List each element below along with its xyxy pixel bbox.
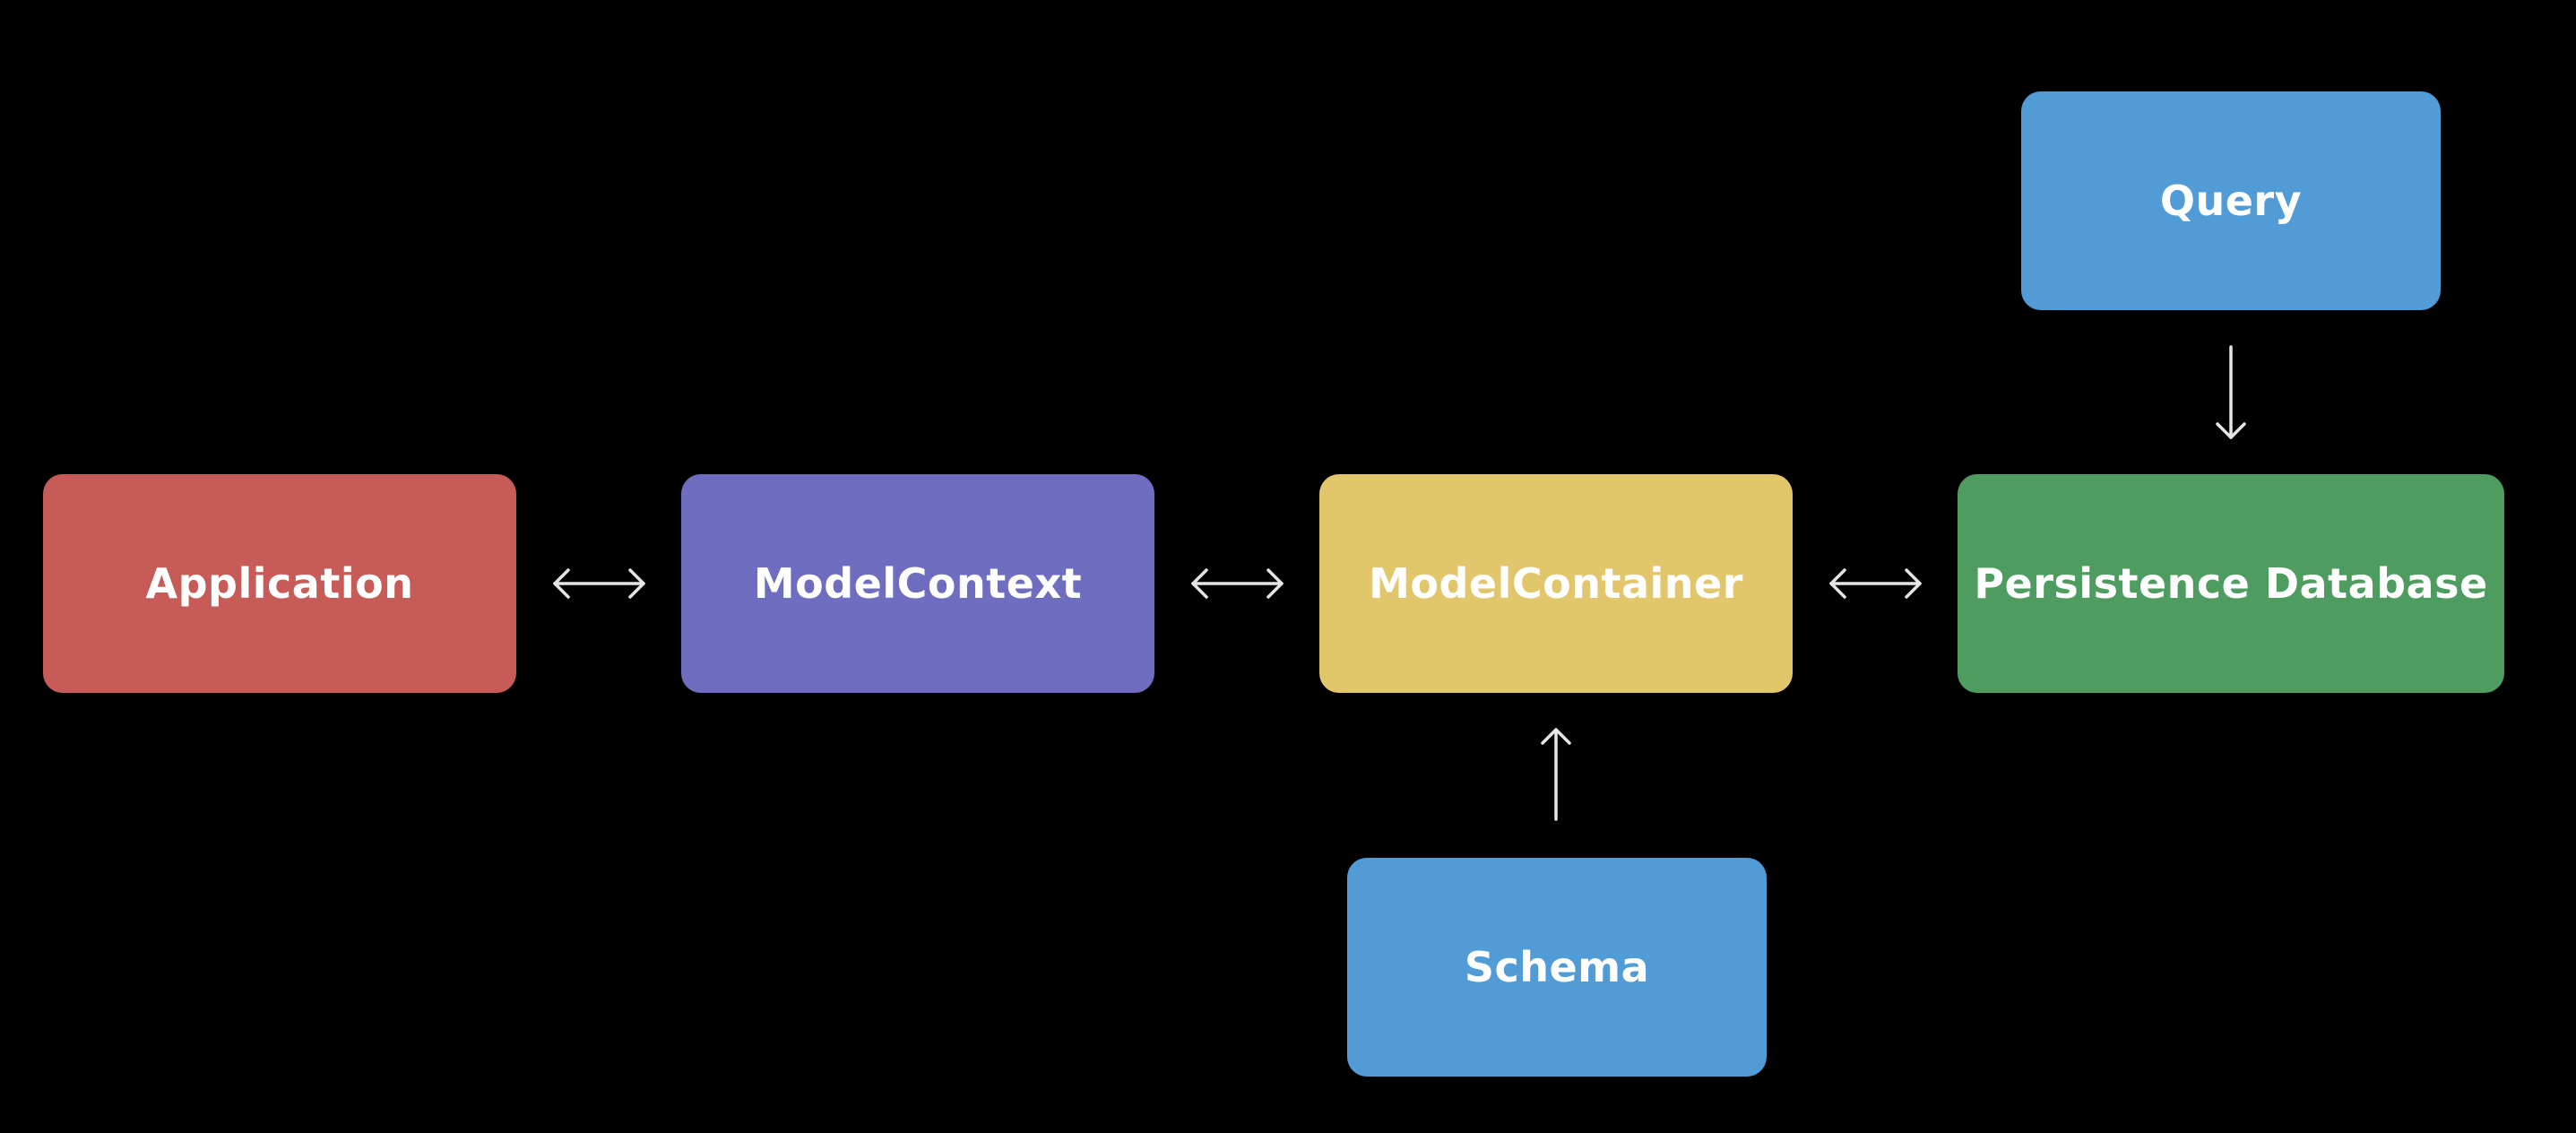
model-container-node: ModelContainer: [1319, 474, 1793, 693]
application-node: Application: [43, 474, 516, 693]
query-node: Query: [2021, 91, 2441, 310]
persistence-database-label: Persistence Database: [1974, 559, 2488, 608]
query-label: Query: [2159, 177, 2303, 225]
edge-schema-modelcontainer: [1541, 728, 1571, 821]
application-label: Application: [145, 559, 414, 608]
persistence-database-node: Persistence Database: [1958, 474, 2504, 693]
model-context-node: ModelContext: [681, 474, 1154, 693]
model-container-label: ModelContainer: [1369, 559, 1743, 608]
schema-node: Schema: [1347, 858, 1767, 1077]
edge-query-persistence: [2216, 345, 2246, 439]
edge-modelcontainer-persistence: [1829, 568, 1922, 599]
edge-application-modelcontext: [553, 568, 645, 599]
model-context-label: ModelContext: [753, 559, 1083, 608]
schema-label: Schema: [1464, 943, 1650, 991]
edge-modelcontext-modelcontainer: [1191, 568, 1284, 599]
